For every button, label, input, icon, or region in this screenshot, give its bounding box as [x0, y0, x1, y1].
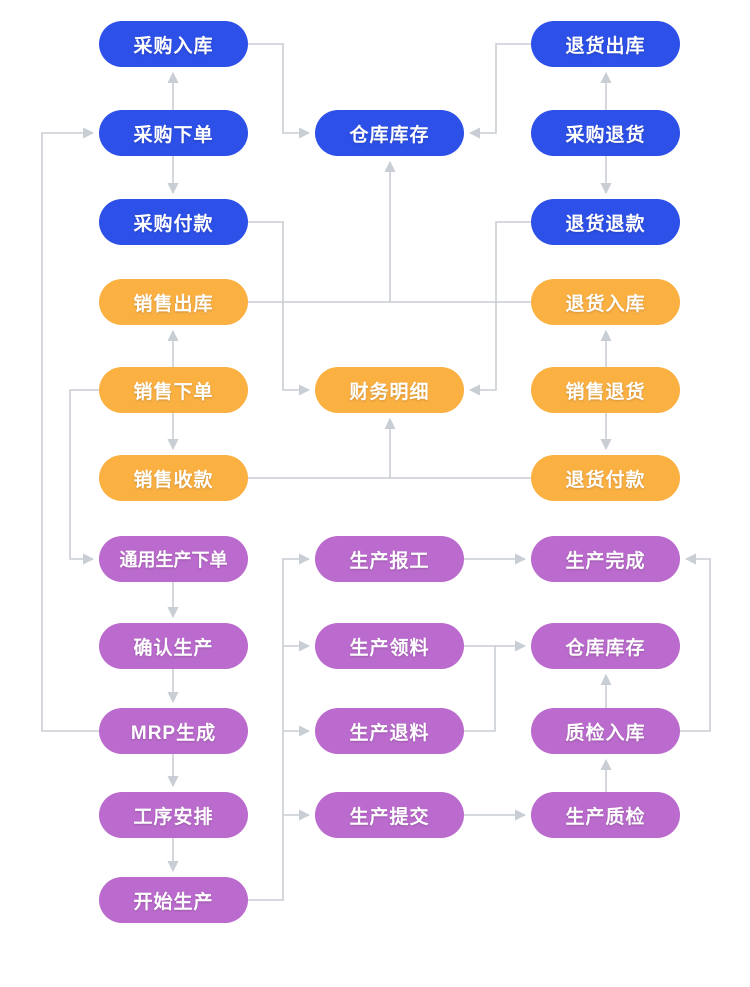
edge-n06-to-n11: [248, 221, 311, 396]
edge-n21-to-n03: [41, 127, 99, 732]
node-n01[interactable]: 采购入库: [99, 21, 248, 67]
node-n17[interactable]: 生产完成: [531, 536, 680, 582]
node-n24[interactable]: 工序安排: [99, 792, 248, 838]
node-n09[interactable]: 退货入库: [531, 279, 680, 325]
edge-n22-to-n20: [464, 646, 496, 732]
edge-n01-to-n04: [248, 43, 311, 139]
edge-n10-to-n15: [69, 389, 99, 565]
edge-n23-to-n17: [680, 553, 711, 732]
node-n14[interactable]: 退货付款: [531, 455, 680, 501]
node-n03[interactable]: 采购下单: [99, 110, 248, 156]
edge-n27-to-n16: [248, 553, 311, 901]
node-n13[interactable]: 销售收款: [99, 455, 248, 501]
node-n06[interactable]: 采购付款: [99, 199, 248, 245]
node-n07[interactable]: 退货退款: [531, 199, 680, 245]
node-n10[interactable]: 销售下单: [99, 367, 248, 413]
node-n19[interactable]: 生产领料: [315, 623, 464, 669]
edge-n07-to-n11: [468, 221, 531, 396]
node-n22[interactable]: 生产退料: [315, 708, 464, 754]
node-n04[interactable]: 仓库库存: [315, 110, 464, 156]
edge-n02-to-n04: [468, 43, 531, 139]
node-n25[interactable]: 生产提交: [315, 792, 464, 838]
node-n20[interactable]: 仓库库存: [531, 623, 680, 669]
node-n21[interactable]: MRP生成: [99, 708, 248, 754]
node-n08[interactable]: 销售出库: [99, 279, 248, 325]
node-n23[interactable]: 质检入库: [531, 708, 680, 754]
node-n02[interactable]: 退货出库: [531, 21, 680, 67]
node-n05[interactable]: 采购退货: [531, 110, 680, 156]
node-n15[interactable]: 通用生产下单: [99, 536, 248, 582]
node-n27[interactable]: 开始生产: [99, 877, 248, 923]
node-n16[interactable]: 生产报工: [315, 536, 464, 582]
node-n11[interactable]: 财务明细: [315, 367, 464, 413]
node-n18[interactable]: 确认生产: [99, 623, 248, 669]
node-n12[interactable]: 销售退货: [531, 367, 680, 413]
node-n26[interactable]: 生产质检: [531, 792, 680, 838]
